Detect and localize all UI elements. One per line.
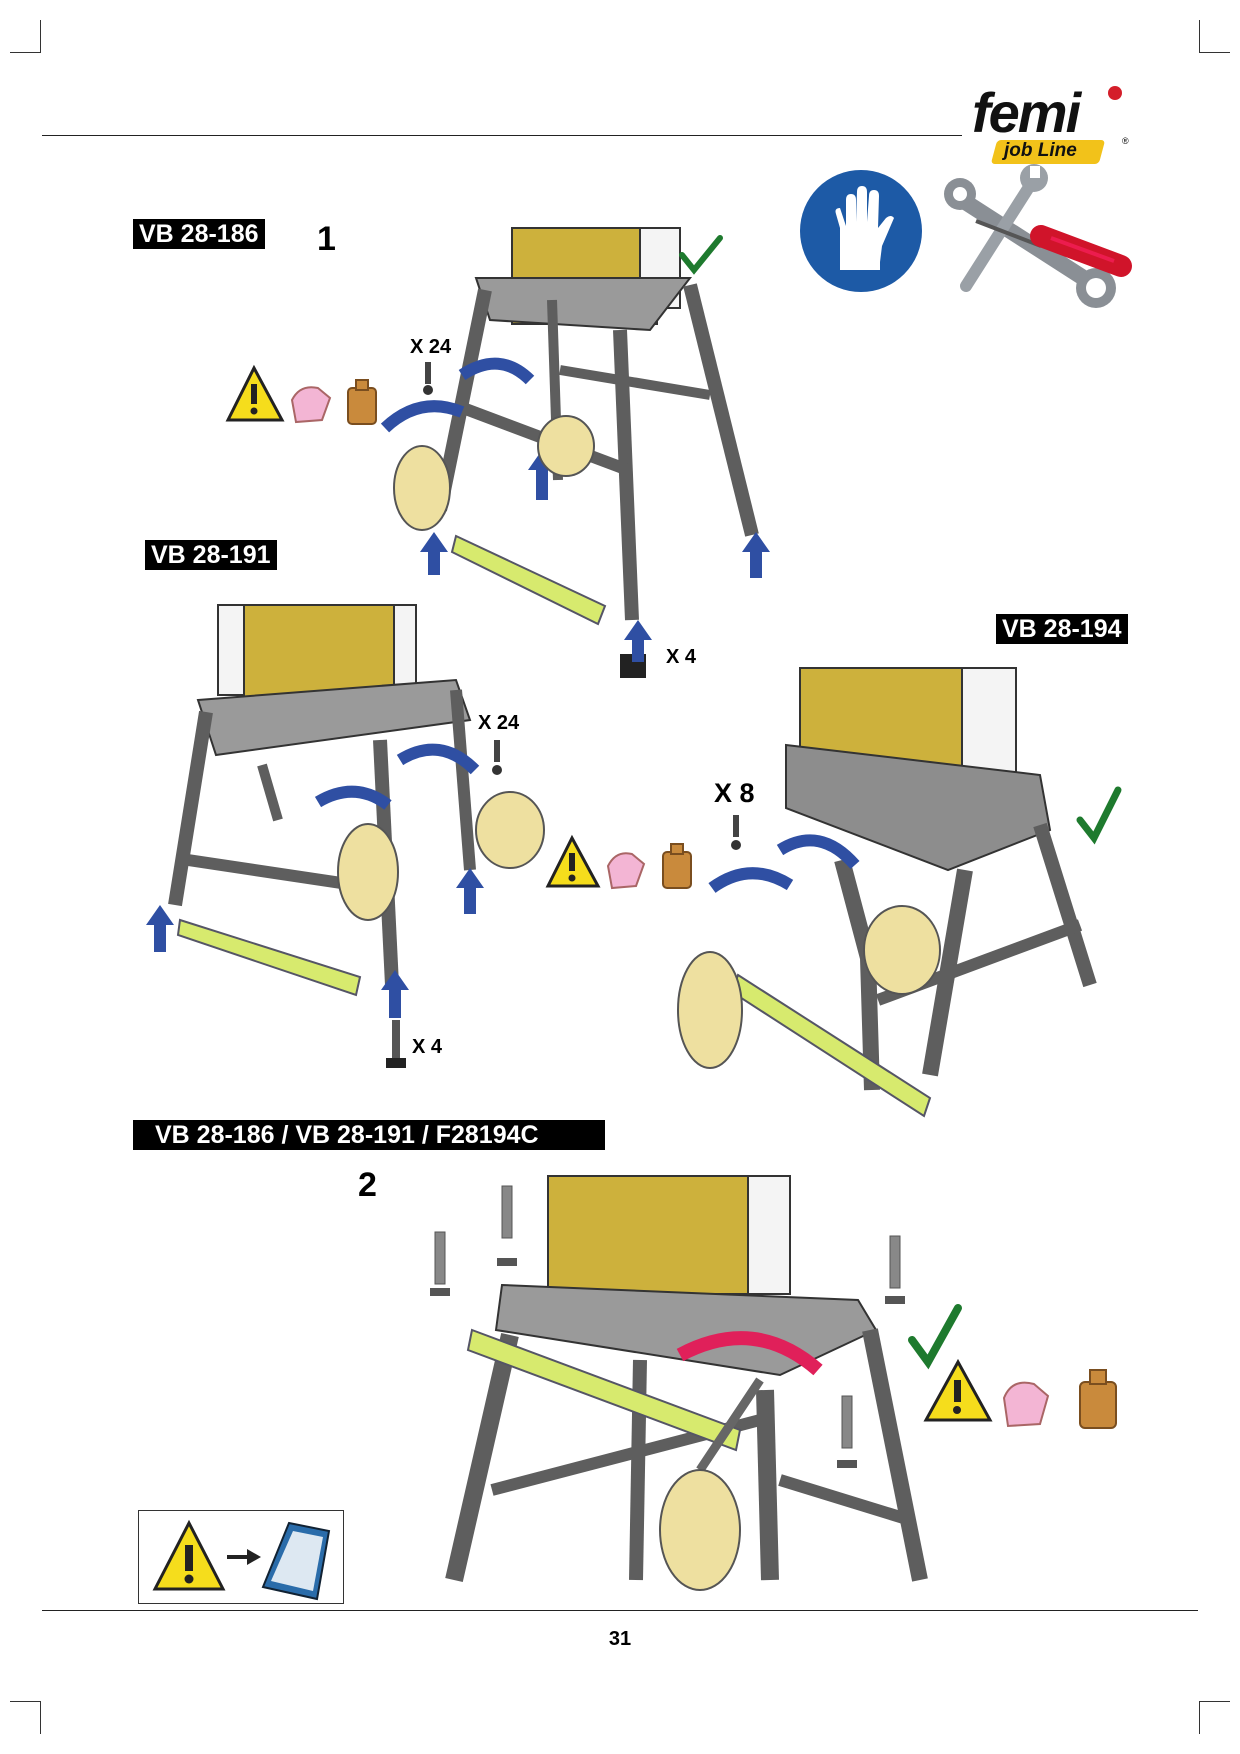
up-arrow [742,532,770,578]
bolt-quantity: X 24 [410,336,452,358]
brand-tagline: job Line [1004,140,1077,161]
crop-mark-top-right [1199,20,1230,53]
wrench [696,1377,764,1473]
rotate-arrow [776,834,860,870]
manual-icon [261,1521,331,1601]
step-number-2: 2 [358,1166,377,1204]
warning-icon [225,364,285,422]
model-label-vb28-191: VB 28-191 [145,540,277,570]
crop-mark-bottom-right [1199,1701,1230,1734]
crop-mark-top-left [10,20,41,53]
glove-hand [475,791,545,869]
rotate-arrow [708,867,794,893]
glove-hand [863,905,941,995]
bolt-quantity: X 24 [478,712,520,734]
gloves-required-icon [800,170,922,292]
registered-mark: ® [1122,136,1129,146]
bolt-icon [885,1235,905,1304]
rotate-arrow [380,400,465,433]
warning-icon [923,1358,993,1422]
strength-icon [1002,1381,1050,1428]
up-arrow [420,532,448,575]
glove-hand [659,1469,741,1591]
bolt-icon [497,1185,517,1266]
warning-icon [545,834,601,888]
weight-icon [347,379,377,425]
bolt-icon [423,362,433,395]
weight-icon [662,843,692,889]
rotate-arrow [396,743,480,775]
checkmark-icon [679,235,723,275]
strength-icon [606,852,646,890]
bolt-icon [731,815,741,850]
crop-mark-bottom-left [10,1701,41,1734]
model-label-vb28-186: VB 28-186 [133,219,265,249]
model-label-vb28-194: VB 28-194 [996,614,1128,644]
up-arrow [624,620,652,662]
stand-vb28-191 [168,604,476,986]
brand-dot [1108,86,1122,100]
bolt-icon [837,1395,857,1468]
step-number-1: 1 [317,220,336,258]
glove-hand [393,445,451,531]
glove-hand [537,415,595,477]
checkmark-icon [908,1304,962,1370]
weight-icon [1079,1369,1117,1429]
level-tool [176,918,362,997]
level-tool [450,534,607,626]
checkmark-icon [1076,786,1122,845]
glove-hand [677,951,743,1069]
stand-vb28-194 [785,667,1097,1091]
warning-icon [152,1519,226,1591]
foot-quantity: X 4 [666,646,697,668]
model-label-combined: VB 28-186 / VB 28-191 / F28194C [133,1120,605,1150]
bolt-quantity: X 8 [714,778,755,808]
tools-icon [944,164,1132,316]
foot-quantity: X 4 [412,1036,443,1058]
stand-combined [445,1175,928,1583]
brand-name: femi [972,81,1081,144]
level-tool [466,1328,742,1452]
footer-rule [42,1610,1198,1611]
page-number: 31 [608,1628,632,1650]
glove-hand [337,823,399,921]
read-manual-box [138,1510,344,1604]
strength-icon [290,386,332,424]
up-arrow [456,868,484,914]
arrow-right-icon [227,1549,261,1565]
header-rule [42,135,962,136]
rotate-arrow [458,357,535,385]
rotate-arrow [314,785,392,810]
brand-logo: femi job Line ® [972,81,1132,166]
bolt-icon [386,1020,406,1068]
bolt-icon [492,740,502,775]
up-arrow [381,970,409,1018]
bolt-icon [430,1231,450,1296]
up-arrow [146,905,174,952]
rotate-arrow-pink [676,1331,823,1376]
